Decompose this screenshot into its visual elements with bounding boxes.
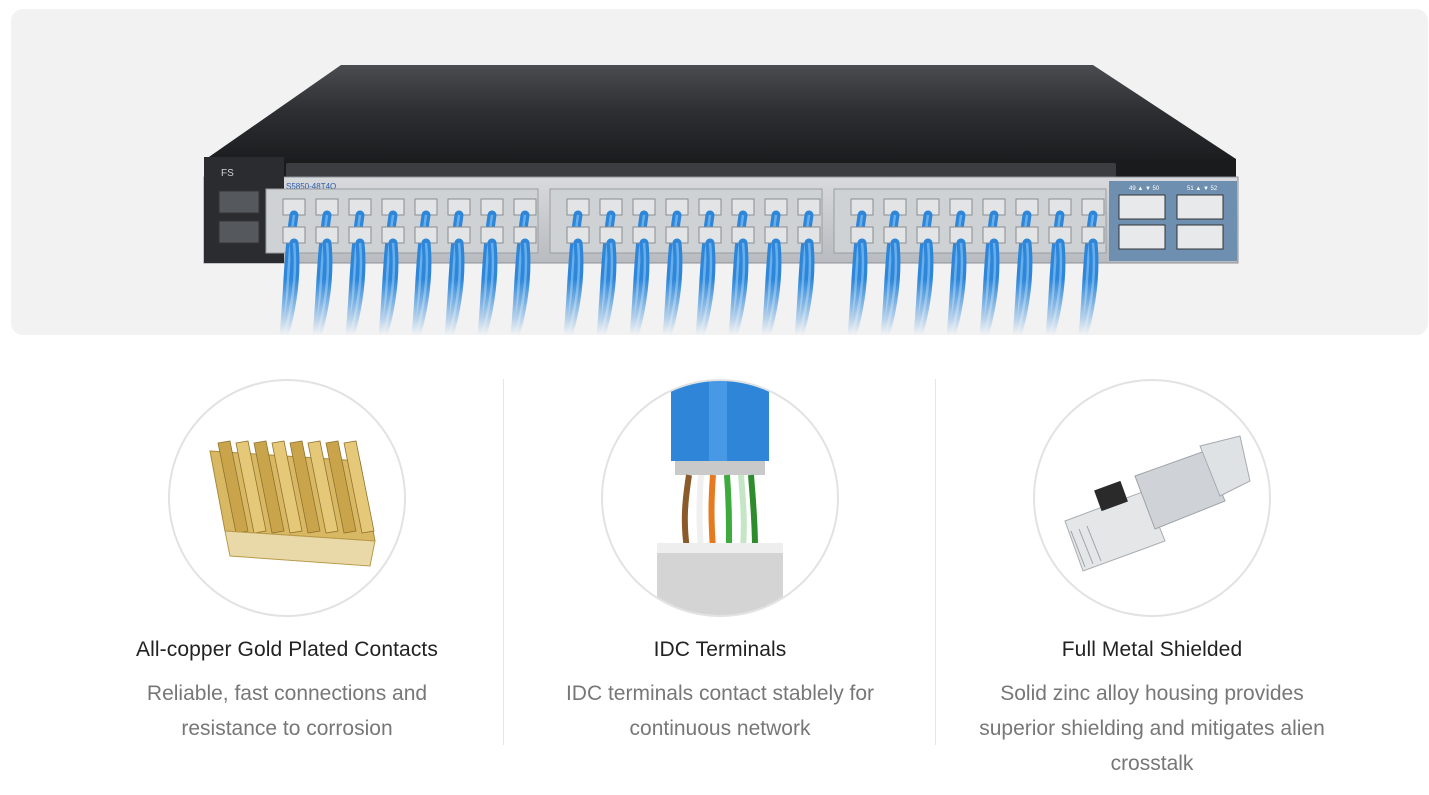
feature-description: Reliable, fast connections and resistanc… [146, 682, 428, 740]
feature-title: All-copper Gold Plated Contacts [136, 638, 438, 661]
gold-contacts-image [209, 440, 376, 567]
feature-image-frame [601, 379, 839, 617]
feature-metal-shielded: Full Metal Shielded Solid zinc alloy hou… [935, 379, 1368, 775]
feature-gold-contacts: All-copper Gold Plated Contacts Reliable… [71, 379, 503, 795]
metal-shielded-connector-image [1064, 435, 1251, 572]
feature-image-frame [168, 379, 406, 617]
switch-model-label: S5850-48T4Q [286, 182, 336, 191]
feature-description: Solid zinc alloy housing provides superi… [979, 682, 1325, 775]
feature-description: IDC terminals contact stablely for conti… [565, 682, 875, 740]
feature-title: IDC Terminals [653, 638, 787, 661]
feature-title: Full Metal Shielded [1061, 638, 1243, 661]
switch-brand-label: FS [221, 168, 234, 179]
qsfp-label-a: 49 ▲ ▼ 50 [1129, 186, 1160, 192]
features-section: All-copper Gold Plated Contacts Reliable… [0, 379, 1429, 795]
qsfp-label-b: 51 ▲ ▼ 52 [1187, 186, 1218, 192]
network-switch-image: FS S5850-48T4Q 49 ▲ ▼ 50 51 ▲ ▼ 52 [11, 65, 1428, 335]
idc-terminals-image [657, 381, 783, 615]
feature-image-frame [1033, 379, 1271, 617]
hero-banner: FS S5850-48T4Q 49 ▲ ▼ 50 51 ▲ ▼ 52 [11, 9, 1428, 335]
feature-idc-terminals: IDC Terminals IDC terminals contact stab… [503, 379, 936, 745]
